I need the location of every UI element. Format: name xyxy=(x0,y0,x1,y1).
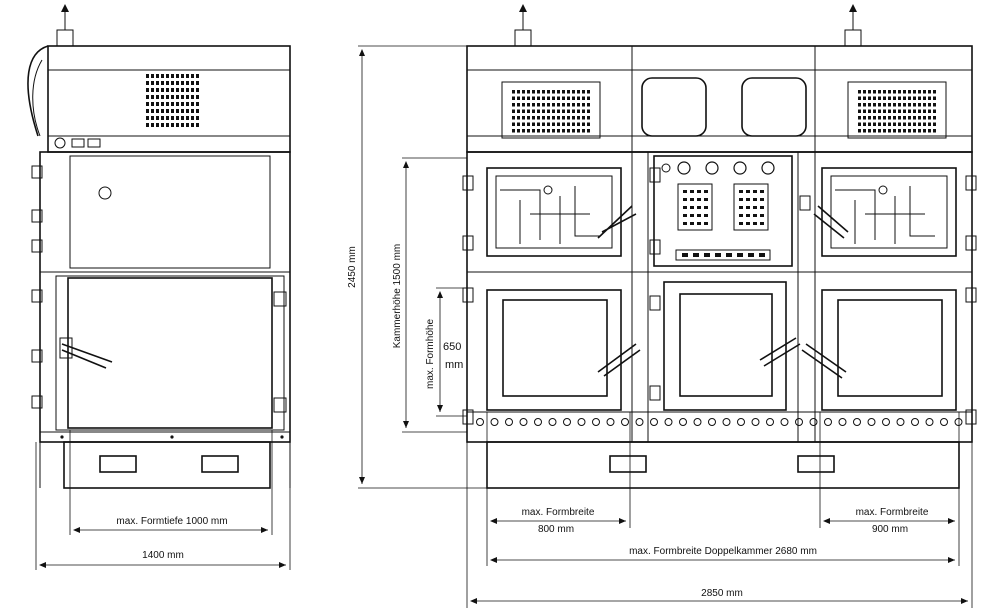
double-chamber-label: max. Formbreite Doppelkammer 2680 mm xyxy=(629,546,817,557)
side-depth-label: max. Formtiefe 1000 mm xyxy=(116,516,227,527)
side-dimensions: max. Formtiefe 1000 mm 1400 mm xyxy=(35,430,291,570)
right-formbreite-value: 900 mm xyxy=(872,524,908,535)
left-formbreite-label: max. Formbreite xyxy=(522,507,595,518)
form-height-unit: mm xyxy=(445,359,463,371)
right-formbreite-label: max. Formbreite xyxy=(856,507,929,518)
total-width-label: 2850 mm xyxy=(701,588,743,599)
front-dimensions: 2450 mm Kammerhöhe 1500 mm max. Formhöhe… xyxy=(347,45,973,608)
form-height-label: max. Formhöhe xyxy=(425,319,436,389)
front-view xyxy=(462,4,977,489)
side-width-label: 1400 mm xyxy=(142,550,184,561)
height-total-label: 2450 mm xyxy=(347,246,358,288)
vent-grille-side xyxy=(146,74,199,127)
side-view xyxy=(27,4,291,489)
form-height-value: 650 xyxy=(443,341,461,353)
chamber-height-label: Kammerhöhe 1500 mm xyxy=(392,244,403,349)
left-formbreite-value: 800 mm xyxy=(538,524,574,535)
